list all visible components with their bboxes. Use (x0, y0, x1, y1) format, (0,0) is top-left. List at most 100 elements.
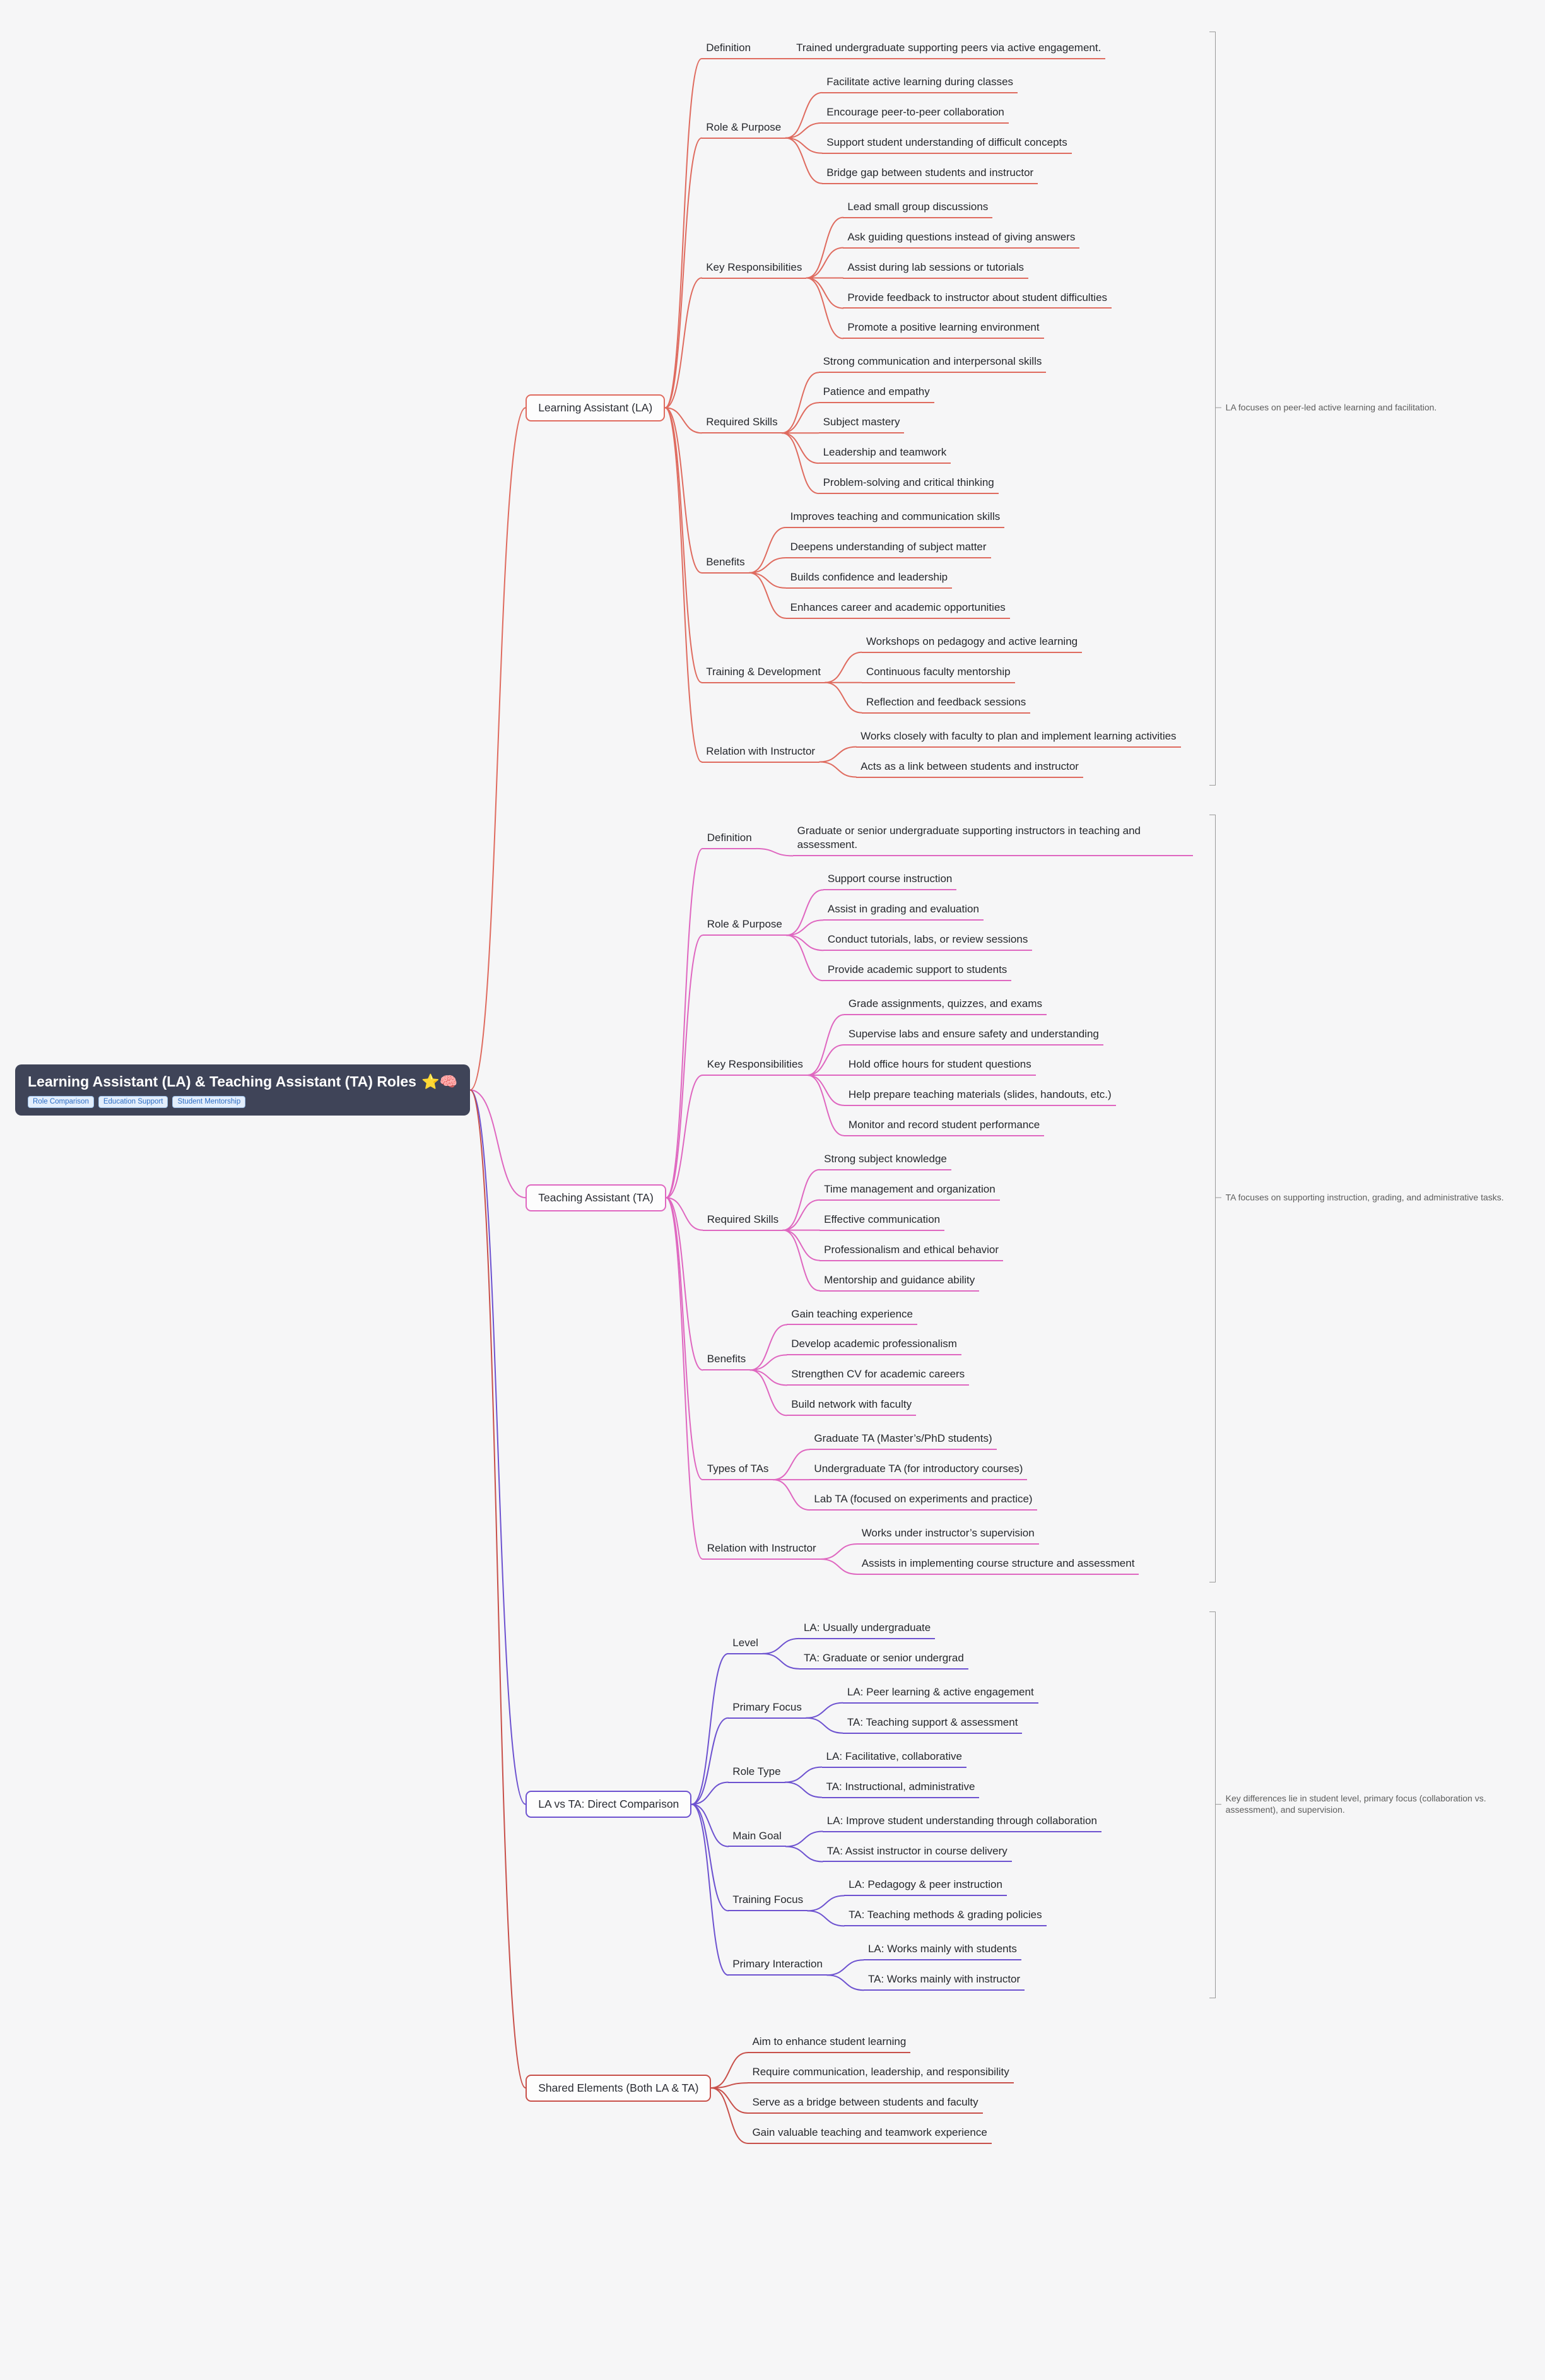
leaf-node-ask-guiding-questions-instead-of-giving-answers[interactable]: Ask guiding questions instead of giving … (843, 227, 1080, 249)
leaf-node-lab-ta-focused-on-experiments-and-practice[interactable]: Lab TA (focused on experiments and pract… (809, 1489, 1037, 1511)
leaf-node-la-pedagogy-peer-instruction[interactable]: LA: Pedagogy & peer instruction (844, 1875, 1007, 1897)
leaf-node-undergraduate-ta-for-introductory-courses[interactable]: Undergraduate TA (for introductory cours… (809, 1459, 1028, 1481)
root-title: Learning Assistant (LA) & Teaching Assis… (28, 1073, 457, 1090)
leaf-node-help-prepare-teaching-materials-slides-handouts-[interactable]: Help prepare teaching materials (slides,… (843, 1085, 1116, 1106)
leaf-node-continuous-faculty-mentorship[interactable]: Continuous faculty mentorship (861, 662, 1015, 683)
leaf-node-assist-in-grading-and-evaluation[interactable]: Assist in grading and evaluation (823, 899, 984, 921)
leaf-node-effective-communication[interactable]: Effective communication (819, 1210, 945, 1231)
leaf-node-assists-in-implementing-course-structure-and-ass[interactable]: Assists in implementing course structure… (857, 1553, 1139, 1575)
leaf-node-trained-undergraduate-supporting-peers-via-activ[interactable]: Trained undergraduate supporting peers v… (792, 38, 1106, 59)
group-node-types-of-tas[interactable]: Types of TAs (702, 1459, 773, 1481)
group-node-role-purpose[interactable]: Role & Purpose (702, 117, 786, 139)
leaf-node-strong-subject-knowledge[interactable]: Strong subject knowledge (819, 1149, 951, 1170)
leaf-node-strengthen-cv-for-academic-careers[interactable]: Strengthen CV for academic careers (787, 1364, 970, 1386)
group-node-benefits[interactable]: Benefits (702, 1349, 751, 1371)
group-node-main-goal[interactable]: Main Goal (728, 1826, 786, 1847)
leaf-node-mentorship-and-guidance-ability[interactable]: Mentorship and guidance ability (819, 1270, 980, 1292)
leaf-node-la-facilitative-collaborative[interactable]: LA: Facilitative, collaborative (821, 1747, 966, 1768)
leaf-node-provide-academic-support-to-students[interactable]: Provide academic support to students (823, 960, 1012, 982)
leaf-node-improves-teaching-and-communication-skills[interactable]: Improves teaching and communication skil… (785, 507, 1005, 528)
branch-extent-bracket (1209, 814, 1216, 1582)
leaf-node-works-closely-with-faculty-to-plan-and-implement[interactable]: Works closely with faculty to plan and i… (856, 726, 1181, 748)
branch-node-shared-elements-both-la-ta[interactable]: Shared Elements (Both LA & TA) (526, 2074, 712, 2102)
root-tags: Role Comparison Education Support Studen… (28, 1095, 457, 1108)
leaf-node-builds-confidence-and-leadership[interactable]: Builds confidence and leadership (785, 567, 953, 589)
group-node-definition[interactable]: Definition (702, 828, 756, 849)
leaf-node-hold-office-hours-for-student-questions[interactable]: Hold office hours for student questions (843, 1054, 1036, 1076)
group-node-benefits[interactable]: Benefits (702, 552, 749, 574)
leaf-node-leadership-and-teamwork[interactable]: Leadership and teamwork (818, 442, 951, 464)
leaf-node-gain-valuable-teaching-and-teamwork-experience[interactable]: Gain valuable teaching and teamwork expe… (748, 2123, 992, 2144)
group-node-required-skills[interactable]: Required Skills (702, 412, 782, 434)
leaf-node-graduate-or-senior-undergraduate-supporting-inst[interactable]: Graduate or senior undergraduate support… (792, 821, 1193, 857)
leaf-node-grade-assignments-quizzes-and-exams[interactable]: Grade assignments, quizzes, and exams (843, 994, 1047, 1016)
leaf-node-la-works-mainly-with-students[interactable]: LA: Works mainly with students (863, 1939, 1021, 1961)
branch-extent-bracket (1209, 32, 1216, 786)
leaf-node-provide-feedback-to-instructor-about-student-dif[interactable]: Provide feedback to instructor about stu… (843, 288, 1112, 309)
leaf-node-ta-assist-instructor-in-course-delivery[interactable]: TA: Assist instructor in course delivery (822, 1841, 1012, 1863)
leaf-node-supervise-labs-and-ensure-safety-and-understandi[interactable]: Supervise labs and ensure safety and und… (843, 1024, 1103, 1046)
group-node-training-focus[interactable]: Training Focus (728, 1890, 808, 1912)
note-connector-dash (1214, 1804, 1221, 1805)
leaf-node-ta-instructional-administrative[interactable]: TA: Instructional, administrative (821, 1777, 980, 1798)
branch-note: LA focuses on peer-led active learning a… (1214, 402, 1436, 414)
leaf-node-ta-works-mainly-with-instructor[interactable]: TA: Works mainly with instructor (863, 1969, 1025, 1991)
leaf-node-monitor-and-record-student-performance[interactable]: Monitor and record student performance (843, 1115, 1045, 1136)
group-node-role-type[interactable]: Role Type (728, 1762, 785, 1783)
leaf-node-develop-academic-professionalism[interactable]: Develop academic professionalism (787, 1334, 961, 1356)
leaf-node-deepens-understanding-of-subject-matter[interactable]: Deepens understanding of subject matter (785, 537, 991, 558)
star-brain-emoji-icon: ⭐🧠 (421, 1073, 458, 1090)
group-node-primary-interaction[interactable]: Primary Interaction (728, 1954, 827, 1976)
leaf-node-serve-as-a-bridge-between-students-and-faculty[interactable]: Serve as a bridge between students and f… (748, 2092, 983, 2114)
leaf-node-workshops-on-pedagogy-and-active-learning[interactable]: Workshops on pedagogy and active learnin… (861, 632, 1083, 653)
leaf-node-require-communication-leadership-and-responsibil[interactable]: Require communication, leadership, and r… (748, 2062, 1014, 2084)
leaf-node-la-usually-undergraduate[interactable]: LA: Usually undergraduate (799, 1618, 936, 1639)
leaf-node-problem-solving-and-critical-thinking[interactable]: Problem-solving and critical thinking (818, 473, 999, 495)
leaf-node-la-peer-learning-active-engagement[interactable]: LA: Peer learning & active engagement (842, 1682, 1038, 1704)
group-node-key-responsibilities[interactable]: Key Responsibilities (702, 257, 807, 279)
group-node-level[interactable]: Level (728, 1633, 763, 1654)
group-node-relation-with-instructor[interactable]: Relation with Instructor (702, 741, 820, 763)
leaf-node-graduate-ta-master-s-phd-students[interactable]: Graduate TA (Master’s/PhD students) (809, 1429, 997, 1451)
leaf-node-acts-as-a-link-between-students-and-instructor[interactable]: Acts as a link between students and inst… (856, 757, 1083, 778)
leaf-node-encourage-peer-to-peer-collaboration[interactable]: Encourage peer-to-peer collaboration (822, 102, 1009, 124)
leaf-node-aim-to-enhance-student-learning[interactable]: Aim to enhance student learning (748, 2032, 911, 2054)
root-title-text: Learning Assistant (LA) & Teaching Assis… (28, 1073, 416, 1090)
leaf-node-promote-a-positive-learning-environment[interactable]: Promote a positive learning environment (843, 317, 1044, 339)
group-node-relation-with-instructor[interactable]: Relation with Instructor (702, 1538, 821, 1560)
leaf-node-support-student-understanding-of-difficult-conce[interactable]: Support student understanding of difficu… (822, 133, 1072, 154)
branch-note-text: Key differences lie in student level, pr… (1225, 1793, 1486, 1815)
leaf-node-la-improve-student-understanding-through-collabo[interactable]: LA: Improve student understanding throug… (822, 1811, 1101, 1832)
tag-education-support: Education Support (98, 1095, 168, 1108)
leaf-node-patience-and-empathy[interactable]: Patience and empathy (818, 382, 934, 404)
group-node-key-responsibilities[interactable]: Key Responsibilities (702, 1054, 808, 1076)
branch-node-la-vs-ta-direct-comparison[interactable]: LA vs TA: Direct Comparison (526, 1791, 692, 1818)
leaf-node-bridge-gap-between-students-and-instructor[interactable]: Bridge gap between students and instruct… (822, 163, 1038, 184)
leaf-node-enhances-career-and-academic-opportunities[interactable]: Enhances career and academic opportuniti… (785, 598, 1010, 619)
root-node[interactable]: Learning Assistant (LA) & Teaching Assis… (15, 1064, 471, 1116)
leaf-node-build-network-with-faculty[interactable]: Build network with faculty (787, 1394, 917, 1417)
leaf-node-time-management-and-organization[interactable]: Time management and organization (819, 1179, 1000, 1201)
group-node-training-development[interactable]: Training & Development (702, 662, 825, 683)
branch-node-learning-assistant-la[interactable]: Learning Assistant (LA) (526, 394, 666, 421)
group-node-primary-focus[interactable]: Primary Focus (728, 1697, 806, 1719)
leaf-node-subject-mastery[interactable]: Subject mastery (818, 412, 905, 434)
group-node-required-skills[interactable]: Required Skills (702, 1210, 784, 1231)
leaf-node-works-under-instructor-s-supervision[interactable]: Works under instructor’s supervision (857, 1523, 1039, 1545)
leaf-node-ta-teaching-support-assessment[interactable]: TA: Teaching support & assessment (842, 1712, 1023, 1734)
leaf-node-reflection-and-feedback-sessions[interactable]: Reflection and feedback sessions (861, 692, 1031, 714)
group-node-role-purpose[interactable]: Role & Purpose (702, 914, 787, 936)
leaf-node-support-course-instruction[interactable]: Support course instruction (823, 869, 957, 891)
leaf-node-lead-small-group-discussions[interactable]: Lead small group discussions (843, 197, 993, 218)
leaf-node-professionalism-and-ethical-behavior[interactable]: Professionalism and ethical behavior (819, 1240, 1004, 1261)
leaf-node-assist-during-lab-sessions-or-tutorials[interactable]: Assist during lab sessions or tutorials (843, 257, 1029, 279)
group-node-definition[interactable]: Definition (702, 38, 756, 59)
leaf-node-conduct-tutorials-labs-or-review-sessions[interactable]: Conduct tutorials, labs, or review sessi… (823, 929, 1033, 951)
leaf-node-ta-teaching-methods-grading-policies[interactable]: TA: Teaching methods & grading policies (844, 1905, 1047, 1927)
leaf-node-gain-teaching-experience[interactable]: Gain teaching experience (787, 1304, 918, 1326)
leaf-node-ta-graduate-or-senior-undergrad[interactable]: TA: Graduate or senior undergrad (799, 1648, 968, 1670)
branch-node-teaching-assistant-ta[interactable]: Teaching Assistant (TA) (526, 1184, 666, 1211)
leaf-node-strong-communication-and-interpersonal-skills[interactable]: Strong communication and interpersonal s… (818, 351, 1047, 374)
leaf-node-facilitate-active-learning-during-classes[interactable]: Facilitate active learning during classe… (822, 72, 1018, 93)
